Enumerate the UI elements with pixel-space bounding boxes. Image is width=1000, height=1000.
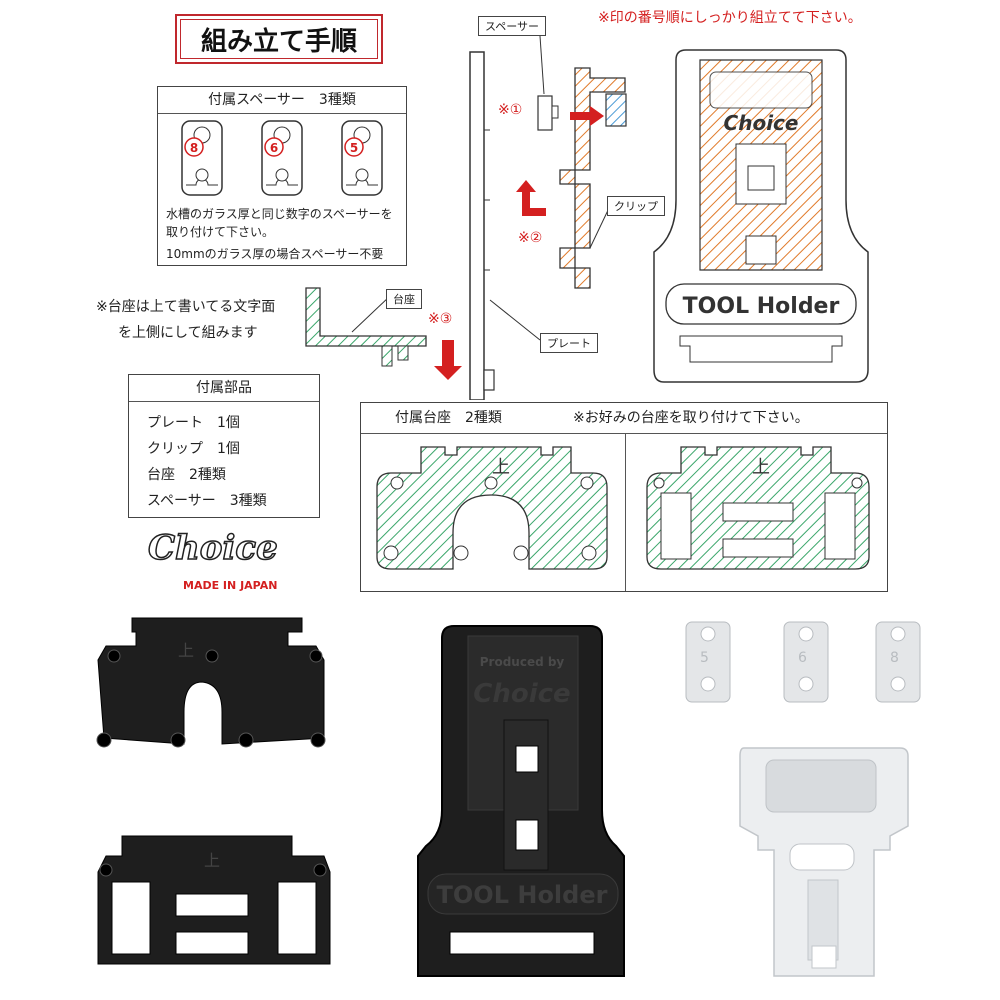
parts-box: 付属部品 プレート 1個 クリップ 1個 台座 2種類 スペーサー 3種類 — [128, 374, 320, 518]
spacer-note: 水槽のガラス厚と同じ数字のスペーサーを 取り付けて下さい。 10mmのガラス厚の… — [166, 205, 393, 263]
page-title: 組み立て手順 — [180, 19, 378, 59]
base-note-line2: を上側にして組みます — [118, 325, 258, 341]
arrow-step3-icon — [434, 340, 462, 380]
base-frame-up-mark: 上 — [752, 457, 770, 478]
photo-plate-logo: Choice — [473, 679, 570, 709]
photo-product-name: TOOL Holder — [437, 881, 608, 909]
photo-produced-by: Produced by — [480, 655, 565, 669]
spacer-box: 付属スペーサー 3種類 8 6 5 水槽のガラス厚と同じ数字のスペーサーを — [157, 86, 407, 266]
assembly-order-note: ※印の番号順にしっかり組立てて下さい。 — [598, 10, 862, 26]
label-base: 台座 — [386, 289, 422, 309]
title-frame: 組み立て手順 — [175, 14, 383, 64]
spacer-diagram-8 — [181, 120, 223, 196]
photo-clear-spacers: 5 6 8 — [685, 621, 921, 703]
spacer-side-view — [537, 95, 553, 131]
label-plate: プレート — [540, 333, 598, 353]
photo-clear-clip — [739, 747, 909, 977]
label-step1: ※① — [498, 102, 523, 118]
parts-box-header: 付属部品 — [129, 375, 319, 402]
spacer-note-line2: 取り付けて下さい。 — [166, 225, 275, 239]
label-step3: ※③ — [428, 311, 453, 327]
photo-spacer-8: 8 — [890, 650, 899, 666]
photo-spacer-5: 5 — [700, 650, 709, 666]
label-step2: ※② — [518, 230, 543, 246]
photo-black-arch-base: 上 — [96, 617, 326, 748]
parts-item-plate: プレート 1個 — [147, 415, 240, 431]
parts-item-clip: クリップ 1個 — [147, 441, 240, 457]
base-types-box: 付属台座 2種類 ※お好みの台座を取り付けて下さい。 上 上 — [360, 402, 888, 592]
photo-spacer-6: 6 — [798, 650, 807, 666]
label-spacer: スペーサー — [478, 16, 547, 36]
clip-logo-text: Choice — [724, 111, 799, 135]
plate-side-view — [469, 51, 485, 400]
photo-frame-up-mark: 上 — [204, 851, 220, 870]
base-types-header: 付属台座 2種類 — [395, 410, 502, 426]
base-note-line1: ※台座は上て書いてる文字面 — [96, 299, 276, 315]
clip-side-view — [559, 67, 626, 289]
spacer-note-line3: 10mmのガラス厚の場合スペーサー不要 — [166, 247, 384, 261]
spacer-diagrams: 8 6 5 — [181, 120, 383, 196]
spacer-box-header: 付属スペーサー 3種類 — [158, 87, 406, 114]
label-clip: クリップ — [607, 196, 665, 216]
spacer-number-5: 5 — [350, 141, 358, 155]
diagram-product-name: TOOL Holder — [683, 294, 840, 319]
base-arch-up-mark: 上 — [492, 457, 510, 478]
spacer-number-8: 8 — [190, 141, 198, 155]
photo-arch-up-mark: 上 — [178, 641, 194, 660]
base-side-view — [305, 287, 427, 347]
made-in-japan: MADE IN JAPAN — [183, 579, 278, 592]
parts-item-spacer: スペーサー 3種類 — [147, 493, 267, 509]
base-type-arch: 上 — [376, 446, 608, 570]
base-type-frame: 上 — [646, 446, 870, 570]
arrow-step2-icon — [516, 180, 546, 216]
assembly-side-diagram — [305, 35, 627, 400]
assembled-front-diagram: Choice TOOL Holder — [653, 49, 869, 383]
spacer-inserted-view — [605, 93, 627, 127]
base-type-diagrams: 上 上 — [376, 446, 870, 570]
parts-item-base: 台座 2種類 — [147, 467, 226, 483]
photo-black-plate: Produced by Choice TOOL Holder — [417, 625, 625, 977]
brand-logo: Choice — [147, 527, 278, 569]
photo-black-frame-base: 上 — [97, 835, 331, 965]
base-types-note: ※お好みの台座を取り付けて下さい。 — [573, 410, 809, 426]
spacer-diagram-6 — [261, 120, 303, 196]
arrow-step1-icon — [570, 106, 604, 126]
spacer-number-6: 6 — [270, 141, 278, 155]
spacer-note-line1: 水槽のガラス厚と同じ数字のスペーサーを — [166, 207, 393, 221]
spacer-diagram-5 — [341, 120, 383, 196]
base-orientation-note: ※台座は上て書いてる文字面 を上側にして組みます — [96, 294, 275, 346]
